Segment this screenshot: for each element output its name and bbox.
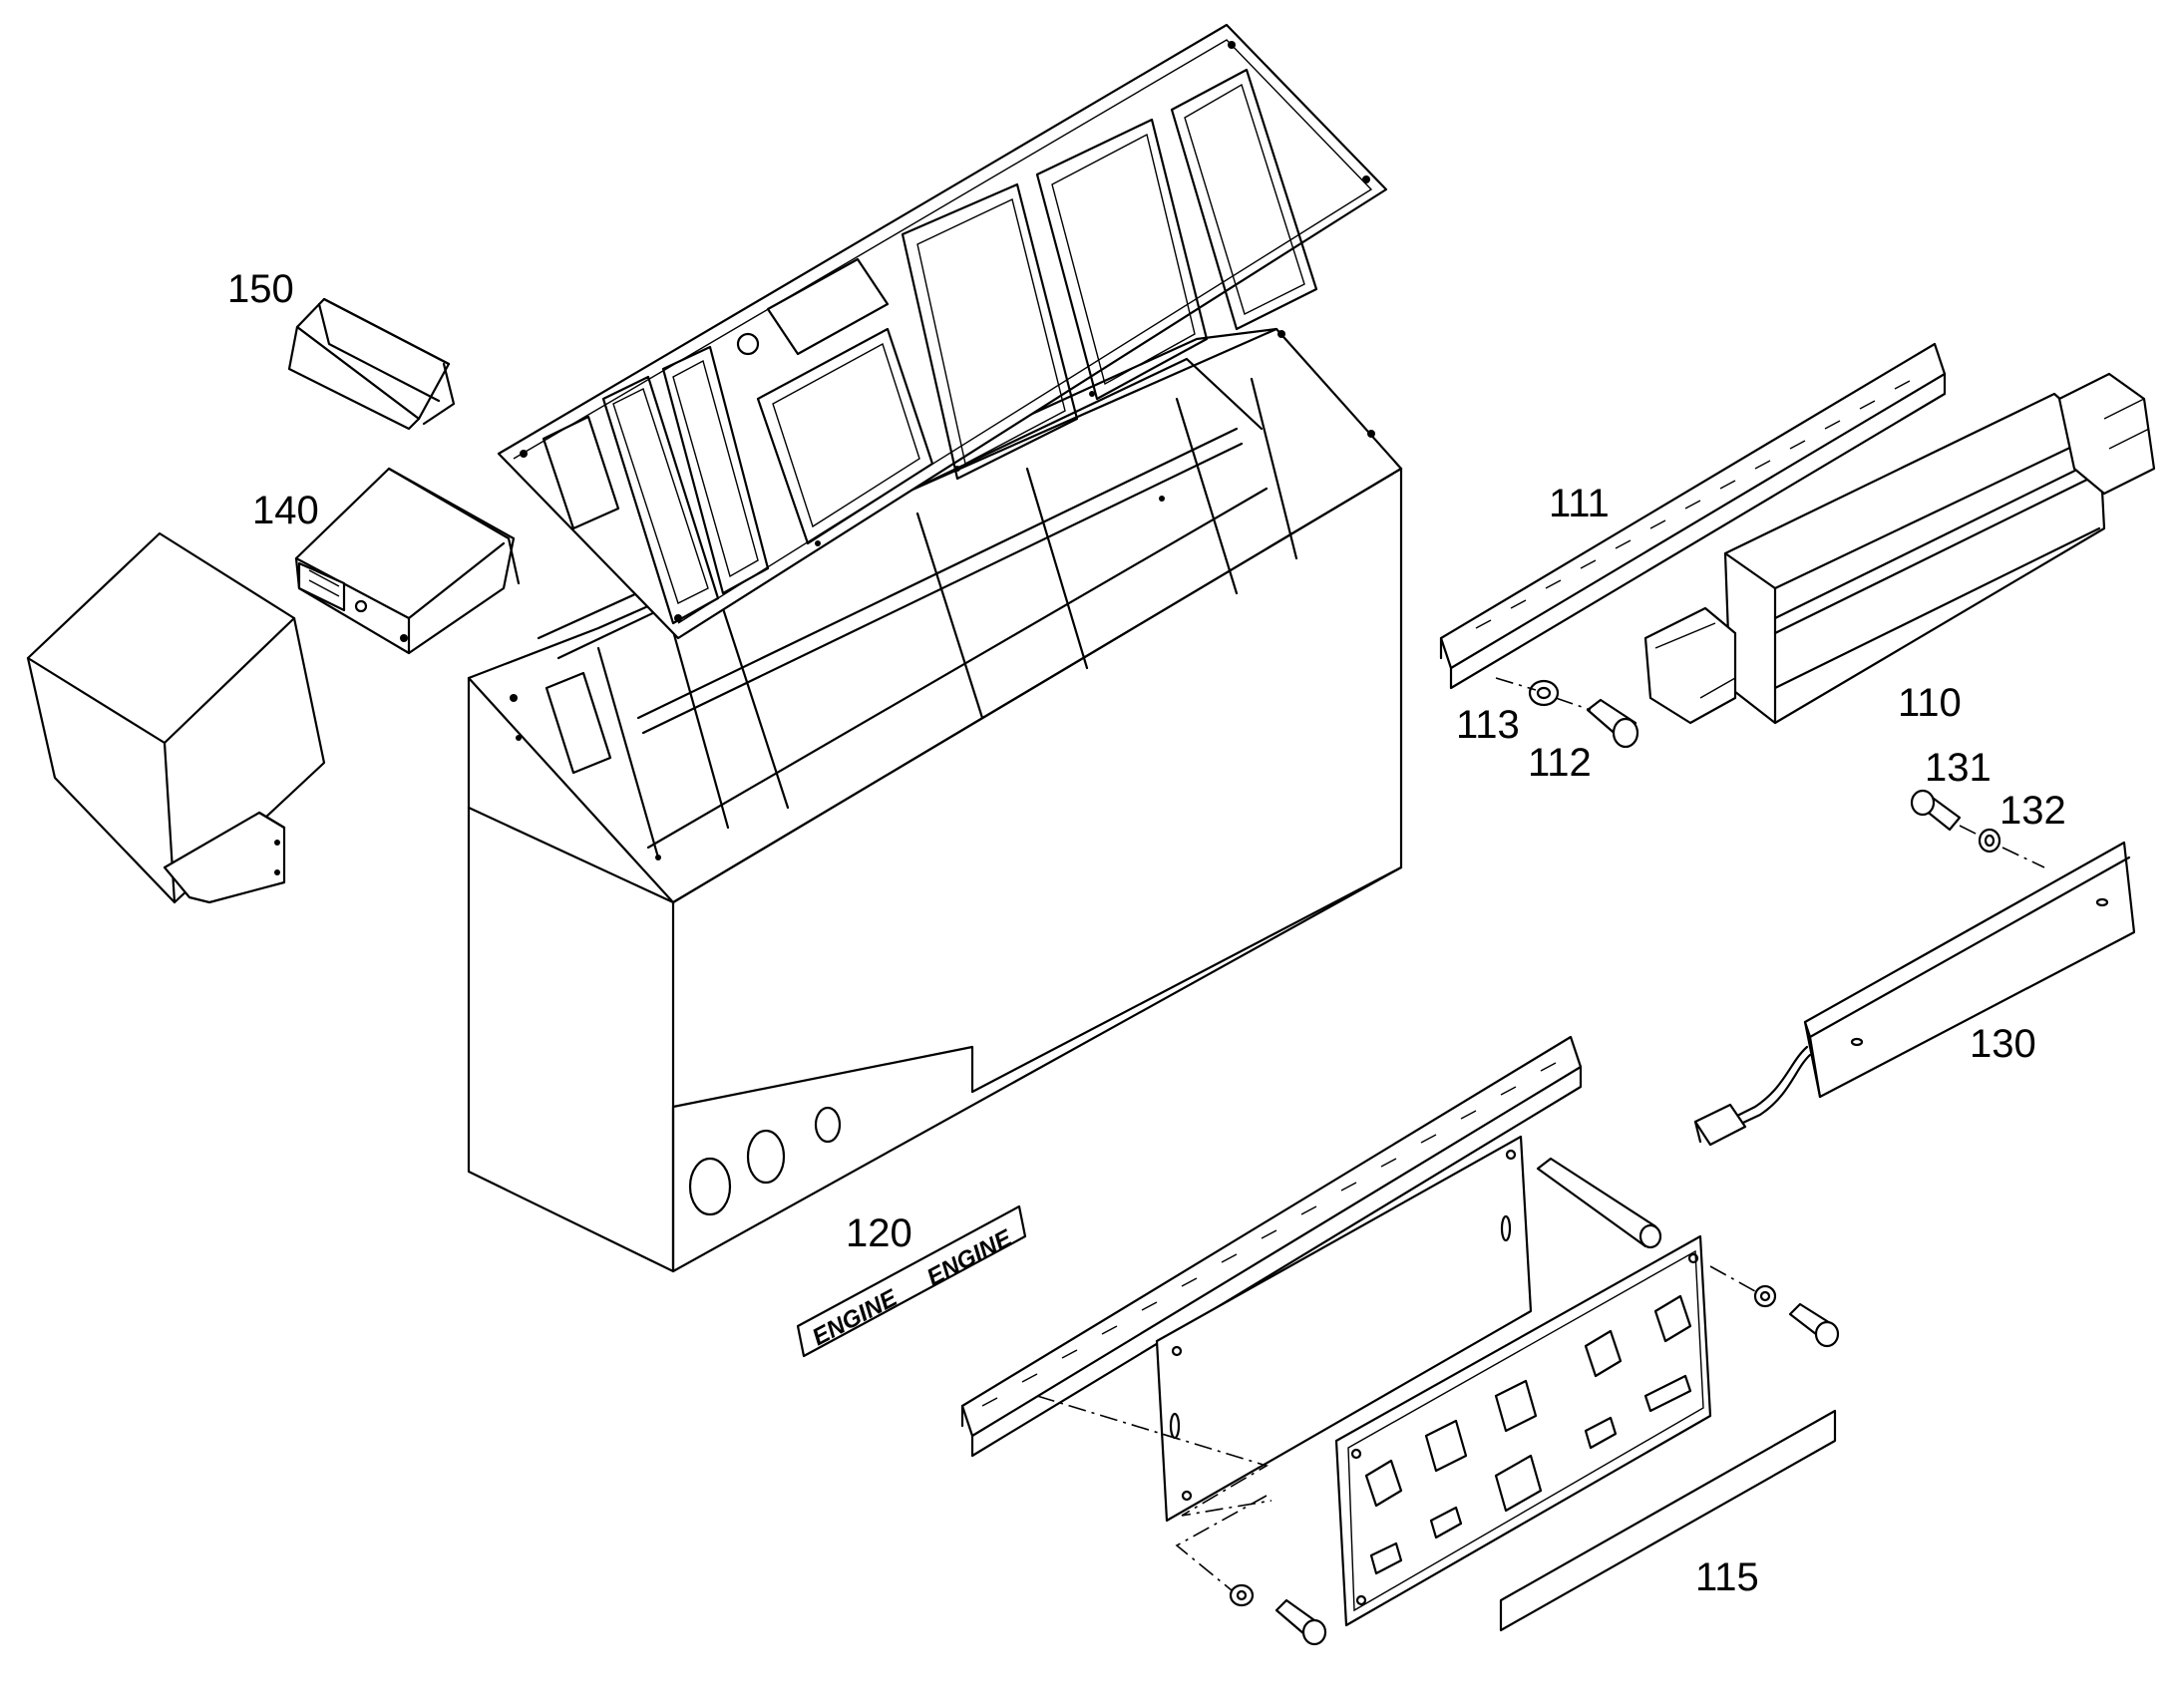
callout-115: 115	[1695, 1555, 1759, 1599]
speaker-box	[26, 531, 326, 904]
gauge-module-140	[294, 467, 521, 655]
lower-din-rail	[960, 1035, 1583, 1458]
callout-112: 112	[1528, 741, 1592, 785]
cabinet-enclosure	[467, 327, 1403, 1273]
washer-lower-left	[1229, 1583, 1255, 1607]
screw-lower-left	[1274, 1598, 1327, 1646]
connector-plate	[1334, 1234, 1712, 1627]
callout-150: 150	[227, 267, 294, 311]
callout-113: 113	[1456, 703, 1520, 747]
callout-132: 132	[1999, 789, 2066, 833]
callout-131: 131	[1925, 746, 1992, 790]
power-supply-110	[1643, 372, 2156, 725]
callout-labels: 150 140 111 113 112 110 131 132 130 120 …	[227, 267, 2066, 1599]
callout-140: 140	[252, 489, 319, 532]
spacer	[1536, 1157, 1662, 1249]
callout-130: 130	[1970, 1022, 2036, 1066]
panel-130	[1693, 841, 2136, 1147]
screw-lower-right	[1788, 1302, 1840, 1348]
washer-132	[1978, 828, 2001, 854]
callout-120: 120	[846, 1211, 912, 1255]
instrument-panel-lid	[497, 23, 1388, 640]
module-150	[287, 297, 456, 431]
callout-110: 110	[1898, 681, 1962, 725]
washer-lower-right	[1753, 1284, 1777, 1308]
screw-112	[1586, 698, 1639, 749]
din-rail-111	[1439, 342, 1947, 690]
screw-131	[1910, 789, 1962, 832]
callout-111: 111	[1549, 482, 1610, 525]
strip-115	[1499, 1409, 1837, 1632]
washer-113	[1528, 679, 1560, 707]
